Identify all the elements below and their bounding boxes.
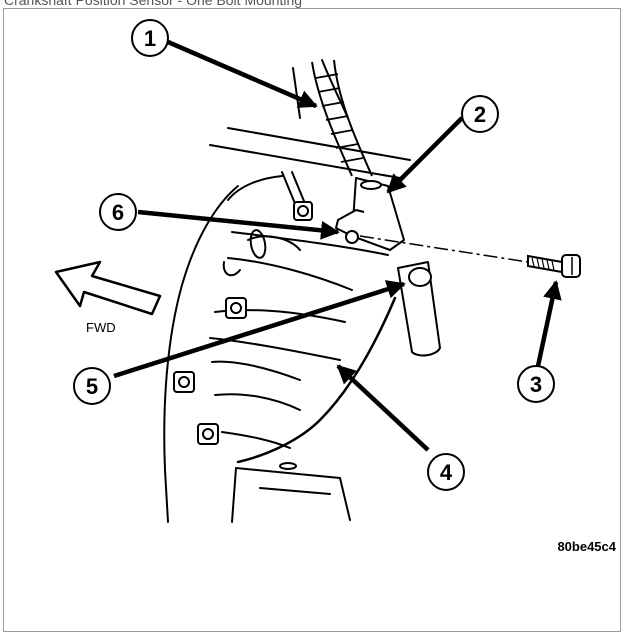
callout-5-label: 5: [86, 374, 98, 399]
callout-2-label: 2: [474, 102, 486, 127]
callout-1: 1: [131, 19, 169, 57]
bolt-upper-left-icon: [225, 297, 247, 319]
leader-arrows: [113, 39, 562, 452]
callout-2: 2: [461, 95, 499, 133]
engine-housing: [163, 59, 411, 523]
flange-bolts: [173, 201, 313, 445]
callout-5: 5: [73, 367, 111, 405]
callout-6: 6: [99, 193, 137, 231]
callout-3: 3: [517, 365, 555, 403]
callout-1-label: 1: [144, 26, 156, 51]
wiring-harness: [311, 59, 373, 177]
bolt-middle-left-icon: [173, 371, 195, 393]
callout-4-label: 4: [440, 460, 453, 485]
sensor-body: [335, 177, 441, 357]
diagram-frame: [3, 8, 621, 632]
sensor-bolt-icon: [359, 235, 581, 278]
bolt-lower-left-icon: [197, 423, 219, 445]
figure-code: 80be45c4: [557, 539, 616, 554]
callout-4: 4: [427, 453, 465, 491]
fwd-arrow-icon: [54, 260, 162, 316]
fwd-label: FWD: [86, 320, 116, 335]
callout-6-label: 6: [112, 200, 124, 225]
callout-3-label: 3: [530, 372, 542, 397]
page-title: Crankshaft Position Sensor - One Bolt Mo…: [4, 0, 303, 8]
locating-hole-icon: [408, 267, 432, 287]
bolt-top-icon: [293, 201, 313, 221]
